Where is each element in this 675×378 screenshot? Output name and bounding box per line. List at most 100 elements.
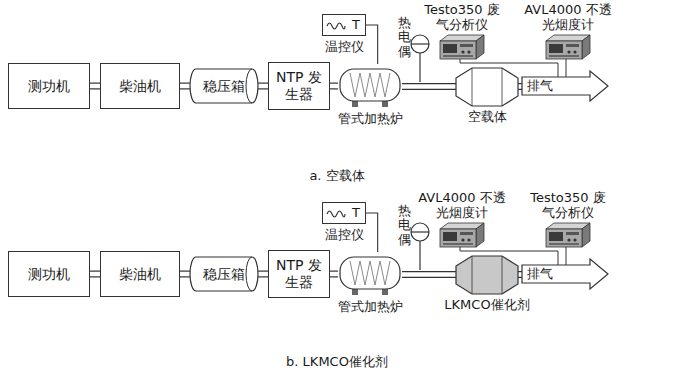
pipe-bore xyxy=(518,272,522,277)
pipe-wall xyxy=(518,271,522,278)
signal-wire xyxy=(366,213,378,252)
controller-symbol: T xyxy=(352,17,360,33)
box-node: 测功机 xyxy=(8,251,90,297)
analyzer-icon xyxy=(546,35,590,59)
converter-shape xyxy=(456,68,518,106)
exhaust-label: 排气 xyxy=(527,71,553,101)
figure-caption: a. 空载体 xyxy=(237,168,437,183)
pipe-wall xyxy=(90,83,100,90)
instrument-label: Testo350 废气分析仪 xyxy=(422,2,502,32)
tank-body xyxy=(190,69,258,103)
wave-symbol xyxy=(326,18,346,32)
analyzer-icon xyxy=(440,223,484,247)
pipe-wall xyxy=(258,271,268,278)
converter-label: LKMCO催化剂 xyxy=(444,297,529,313)
converter-seam xyxy=(502,68,503,106)
converter-outline xyxy=(456,256,518,294)
furnace-label: 管式加热炉 xyxy=(338,299,403,315)
heating-coil xyxy=(350,261,390,285)
pipe-bore xyxy=(90,272,100,277)
pipe-bore xyxy=(330,272,338,277)
wave-stroke xyxy=(327,211,345,217)
signal-wire xyxy=(366,25,378,64)
arrow-node: 排气 xyxy=(522,259,608,289)
ctrl-node: T 温控仪 xyxy=(322,202,366,243)
controller-name: 温控仪 xyxy=(322,227,366,243)
furnace-body xyxy=(340,69,400,101)
pipe-connector xyxy=(258,274,268,275)
converter-seam xyxy=(472,68,473,106)
exhaust-label: 排气 xyxy=(527,259,553,289)
instrument-label: Testo350 废气分析仪 xyxy=(528,190,608,220)
converter-outline xyxy=(456,68,518,106)
pipe-wall xyxy=(258,83,268,90)
tank-body xyxy=(190,257,258,291)
wave-symbol xyxy=(326,206,346,220)
box-node: NTP 发生器 xyxy=(268,250,330,298)
pipe-connector xyxy=(402,86,456,87)
controller-box: T xyxy=(322,202,366,224)
pipe-bore xyxy=(258,272,268,277)
arrow-body xyxy=(522,259,608,289)
pipe-connector xyxy=(258,86,268,87)
arrow-body xyxy=(522,71,608,101)
box-node: 测功机 xyxy=(8,63,90,109)
box-label: NTP 发生器 xyxy=(274,69,324,103)
furnace-drawing xyxy=(338,252,402,296)
box-label: NTP 发生器 xyxy=(274,257,324,291)
pressure-gauge xyxy=(411,223,429,270)
pipe-wall xyxy=(180,271,190,278)
box-node: 柴油机 xyxy=(100,251,180,297)
tank-end xyxy=(246,257,252,291)
furnace-outline xyxy=(338,64,402,108)
pipe-wall xyxy=(180,83,190,90)
pipe-bore xyxy=(330,84,338,89)
pipe-connector xyxy=(90,86,100,87)
controller-box: T xyxy=(322,14,366,36)
pipe-bore xyxy=(258,84,268,89)
pipe-wall xyxy=(402,83,456,90)
pipe-connector xyxy=(90,274,100,275)
controller-name: 温控仪 xyxy=(322,39,366,55)
pressure-gauge xyxy=(411,35,429,82)
pipe-bore xyxy=(90,84,100,89)
converter-body xyxy=(456,68,518,106)
sample-line xyxy=(566,59,567,77)
box-label: 稳压箱 xyxy=(203,266,245,283)
converter-body xyxy=(456,256,518,294)
pipe-bore xyxy=(180,84,190,89)
heater-node: 管式加热炉 xyxy=(338,252,403,315)
instrument-label: AVL4000 不透光烟度计 xyxy=(412,190,512,220)
sample-line xyxy=(566,247,567,265)
pipe-bore xyxy=(180,272,190,277)
analyzer-icon xyxy=(546,223,590,247)
box-label: 测功机 xyxy=(28,78,70,95)
furnace-outline xyxy=(338,252,402,296)
pipe-wall xyxy=(402,271,456,278)
wire-stroke xyxy=(366,213,378,252)
cyl-node: 稳压箱 xyxy=(190,256,258,292)
pipe-connector xyxy=(180,86,190,87)
wave-stroke xyxy=(327,23,345,29)
converter-shape xyxy=(456,256,518,294)
box-node: 柴油机 xyxy=(100,63,180,109)
arrow-node: 排气 xyxy=(522,71,608,101)
heating-coil xyxy=(350,73,390,97)
ctrl-node: T 温控仪 xyxy=(322,14,366,55)
box-label: 测功机 xyxy=(28,266,70,283)
cone-node: LKMCO催化剂 xyxy=(444,256,529,313)
pipe-connector xyxy=(518,274,522,275)
analyzer-icon xyxy=(440,35,484,59)
box-label: 柴油机 xyxy=(119,78,161,95)
pipe-wall xyxy=(90,271,100,278)
pipe-connector xyxy=(402,274,456,275)
pipe-bore xyxy=(402,84,456,89)
box-label: 稳压箱 xyxy=(203,78,245,95)
converter-seam xyxy=(471,256,472,294)
pipe-bore xyxy=(402,272,456,277)
converter-seam xyxy=(501,256,502,294)
box-label: 柴油机 xyxy=(119,266,161,283)
box-node: NTP 发生器 xyxy=(268,62,330,110)
furnace-drawing xyxy=(338,64,402,108)
